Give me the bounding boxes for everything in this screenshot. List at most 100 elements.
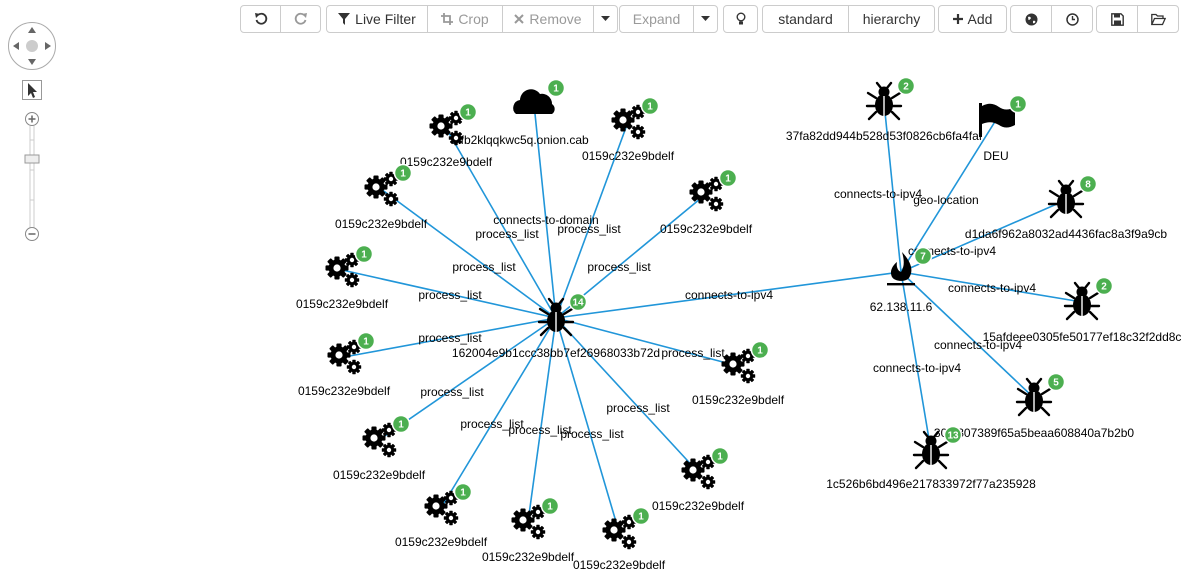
live-filter-button[interactable]: Live Filter bbox=[326, 5, 428, 33]
timeline-button[interactable] bbox=[1051, 5, 1093, 33]
graph-edge[interactable] bbox=[445, 127, 557, 319]
graph-edge[interactable] bbox=[555, 317, 699, 473]
badge-count: 14 bbox=[572, 298, 584, 309]
remove-dropdown-button[interactable] bbox=[593, 5, 618, 33]
graph-edge[interactable] bbox=[555, 121, 629, 319]
redo-button[interactable] bbox=[280, 5, 321, 33]
redo-icon bbox=[294, 12, 307, 25]
node-label: 0159c232e9bdelf bbox=[660, 222, 753, 236]
hierarchy-label: hierarchy bbox=[862, 11, 921, 27]
node-label: 30f9307389f65a5beaa608840a7b2b0 bbox=[934, 426, 1135, 440]
node-label: DEU bbox=[983, 149, 1008, 163]
node-label: 0159c232e9bdelf bbox=[296, 297, 389, 311]
graph-node-gears[interactable]: 1 0159c232e9bdelf bbox=[296, 244, 389, 312]
gears-icon bbox=[326, 253, 360, 287]
graph-edge[interactable] bbox=[555, 317, 620, 533]
layout-hierarchy-button[interactable]: hierarchy bbox=[848, 5, 935, 33]
badge-count: 13 bbox=[947, 431, 959, 442]
node-count-badge bbox=[1094, 276, 1114, 296]
node-count-badge bbox=[896, 76, 916, 96]
graph-edge[interactable] bbox=[900, 271, 1083, 303]
graph-edge[interactable] bbox=[380, 188, 557, 319]
gears-icon bbox=[722, 349, 756, 383]
remove-button[interactable]: Remove bbox=[502, 5, 594, 33]
node-count-badge bbox=[354, 244, 374, 264]
graph-edge[interactable] bbox=[883, 101, 902, 273]
graph-node-gears[interactable]: 1 0159c232e9bdelf bbox=[660, 168, 753, 237]
lightbulb-icon bbox=[736, 12, 745, 25]
filter-icon bbox=[338, 13, 351, 25]
bug-icon bbox=[1063, 281, 1101, 321]
floppy-disk-icon bbox=[1110, 12, 1124, 26]
badge-count: 1 bbox=[547, 502, 553, 513]
edge-label: process_list bbox=[452, 260, 516, 274]
graph-edge[interactable] bbox=[900, 119, 997, 273]
bug-icon bbox=[1047, 179, 1085, 219]
graph-edge[interactable] bbox=[555, 271, 902, 319]
edge-label: process_list bbox=[418, 288, 482, 302]
bug-icon bbox=[1015, 377, 1053, 417]
graph-edge[interactable] bbox=[341, 269, 557, 319]
expand-dropdown-button[interactable] bbox=[693, 5, 718, 33]
graph-edge[interactable] bbox=[900, 271, 1035, 399]
layout-standard-button[interactable]: standard bbox=[762, 5, 849, 33]
badge-count: 7 bbox=[920, 252, 926, 263]
node-count-badge bbox=[1078, 174, 1098, 194]
gears-icon bbox=[328, 340, 362, 374]
pan-control[interactable] bbox=[8, 22, 56, 70]
cursor-icon bbox=[28, 83, 37, 98]
zoom-slider[interactable] bbox=[22, 110, 44, 245]
zoom-handle[interactable] bbox=[24, 154, 40, 164]
graph-edge[interactable] bbox=[555, 317, 739, 367]
hint-button[interactable] bbox=[723, 5, 758, 33]
open-button[interactable] bbox=[1137, 5, 1179, 33]
expand-button[interactable]: Expand bbox=[619, 5, 694, 33]
badge-count: 5 bbox=[1053, 378, 1059, 389]
graph-edge[interactable] bbox=[900, 271, 932, 452]
save-button[interactable] bbox=[1096, 5, 1138, 33]
gears-icon bbox=[603, 515, 637, 549]
graph-node-fire[interactable]: 762.138.11.6 bbox=[870, 246, 933, 315]
node-label: 0159c232e9bdelf bbox=[400, 155, 493, 169]
graph-node-bug[interactable]: 5 30f9307389f65a5beaa608840a7b2b0 bbox=[934, 372, 1135, 441]
graph-edge[interactable] bbox=[527, 317, 557, 523]
edge-label: connects-to-ipv4 bbox=[948, 281, 1036, 295]
badge-count: 1 bbox=[725, 174, 731, 185]
node-label: d1da6f962a8032ad4436fac8a3f9a9cb bbox=[965, 227, 1168, 241]
edge-label: process_list bbox=[557, 222, 621, 236]
graph-edge[interactable] bbox=[533, 103, 557, 319]
select-tool-button[interactable] bbox=[22, 80, 42, 100]
live-filter-label: Live Filter bbox=[355, 11, 416, 27]
edge-label: process_list bbox=[587, 260, 651, 274]
badge-count: 1 bbox=[638, 512, 644, 523]
undo-button[interactable] bbox=[240, 5, 281, 33]
crop-label: Crop bbox=[458, 11, 489, 27]
graph-edge[interactable] bbox=[440, 317, 557, 509]
node-count-badge bbox=[710, 446, 730, 466]
badge-count: 1 bbox=[757, 346, 763, 357]
add-button[interactable]: Add bbox=[938, 5, 1007, 33]
remove-label: Remove bbox=[529, 11, 582, 27]
badge-count: 1 bbox=[361, 250, 367, 261]
graph-edge[interactable] bbox=[343, 317, 557, 358]
badge-count: 1 bbox=[460, 488, 466, 499]
crop-button[interactable]: Crop bbox=[427, 5, 503, 33]
